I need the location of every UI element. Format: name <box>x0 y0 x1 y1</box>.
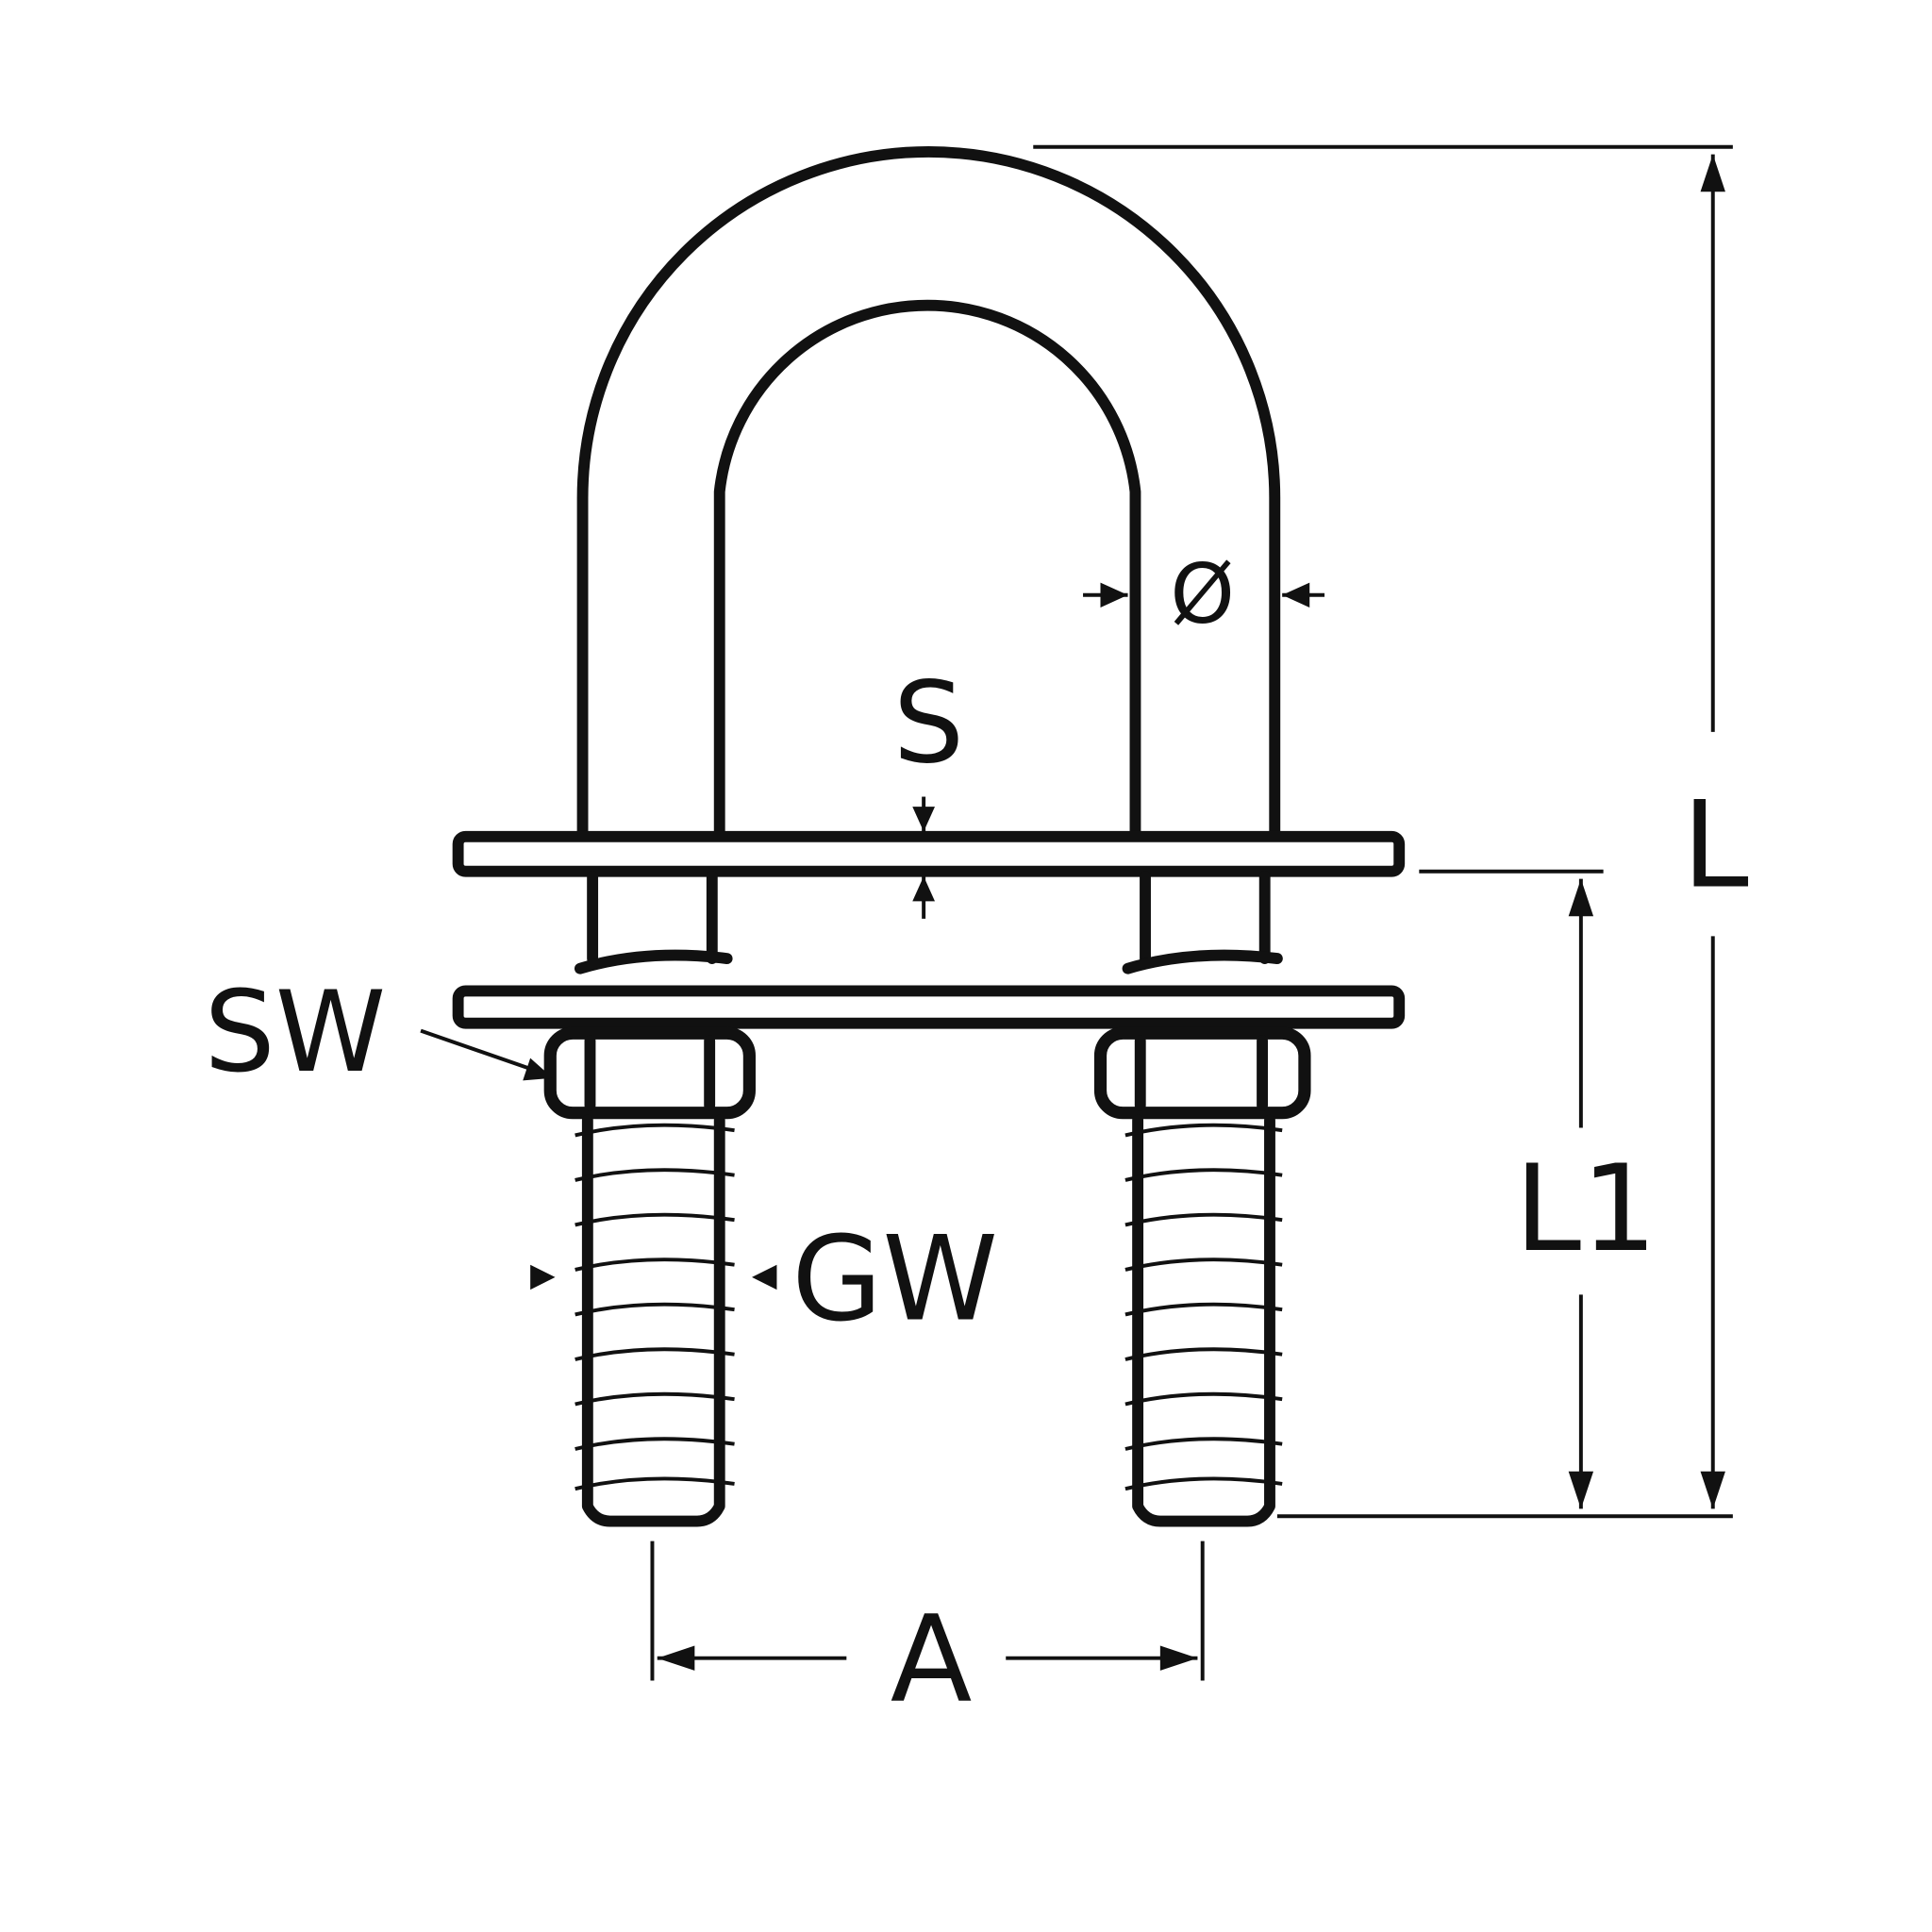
dimension-wrench-size: SW <box>204 968 553 1098</box>
top-plate <box>452 830 1406 877</box>
bottom-plate <box>452 985 1406 1029</box>
thread-right <box>1124 1114 1283 1527</box>
thread-left <box>575 1114 735 1527</box>
dimension-plate-thickness: S <box>893 659 964 919</box>
legs-between-plates <box>574 871 1283 974</box>
label-l: L <box>1682 775 1749 915</box>
label-sw: SW <box>204 968 386 1098</box>
label-diameter: Ø <box>1170 546 1235 642</box>
dimension-thread: GW <box>530 1212 998 1348</box>
u-bolt-body <box>576 146 1281 838</box>
nut-left <box>543 1026 756 1120</box>
dimension-pitch-width: A <box>650 1541 1205 1729</box>
dimension-length-total: L <box>1033 144 1749 1519</box>
dimension-diameter: Ø <box>1083 546 1325 642</box>
dimension-length-thread: L1 <box>1419 869 1657 1509</box>
label-a: A <box>891 1590 973 1729</box>
nut-right <box>1093 1026 1311 1120</box>
label-s: S <box>893 659 964 790</box>
label-gw: GW <box>791 1212 998 1348</box>
label-l1: L1 <box>1515 1139 1657 1278</box>
